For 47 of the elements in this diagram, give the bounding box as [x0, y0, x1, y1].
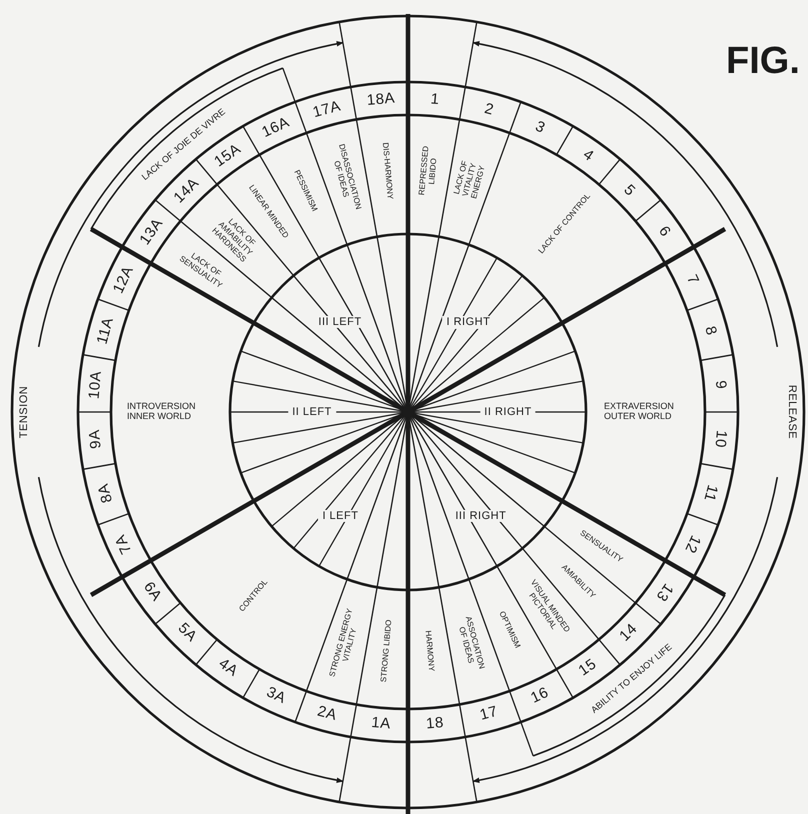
segment-number: 7A: [112, 532, 136, 557]
segment-number: 4: [579, 146, 596, 165]
zone-label: II RIGHT: [480, 406, 536, 418]
segment-number: 3A: [263, 684, 288, 708]
segment-label: LACK OF VITALITY ENERGY: [452, 158, 488, 202]
segment-label: HARMONY: [422, 630, 436, 672]
segment-number: 10A: [86, 370, 106, 400]
segment-number: 6: [655, 224, 674, 241]
segment-number: 12A: [110, 263, 138, 296]
segment-label: REPRESSED LIBIDO: [418, 144, 440, 198]
segment-number: 17: [478, 704, 500, 725]
figure-title: FIG.: [726, 40, 800, 83]
segment-number: 9: [711, 380, 728, 390]
segment-number: 16: [528, 684, 552, 707]
segment-number: 2A: [316, 704, 338, 725]
segment-number: 14: [617, 621, 642, 646]
segment-label: DIS-HARMONY: [380, 142, 394, 200]
segment-number: 11: [700, 482, 720, 504]
segment-label: EXTRAVERSION OUTER WORLD: [604, 402, 675, 422]
segment-number: 8A: [95, 482, 116, 504]
segment-number: 3: [532, 118, 548, 138]
segment-number: 15A: [212, 140, 245, 170]
segment-number: 13A: [136, 216, 166, 249]
segment-number: 18A: [366, 90, 396, 110]
arc-label: TENSION: [18, 386, 30, 438]
segment-number: 7: [682, 272, 702, 288]
segment-number: 4A: [216, 656, 242, 681]
segment-number: 17A: [311, 98, 343, 122]
segment-number: 11A: [94, 316, 118, 346]
segment-number: 16A: [259, 114, 292, 142]
segment-label: INTROVERSION INNER WORLD: [127, 402, 197, 422]
segment-number: 8: [701, 324, 720, 338]
segment-label: STRONG LIBIDO: [380, 619, 394, 683]
segment-number: 9A: [87, 428, 106, 450]
segment-number: 14A: [170, 174, 202, 206]
segment-number: 18: [426, 714, 445, 733]
segment-number: 2: [482, 100, 496, 119]
segment-number: 1A: [370, 714, 392, 733]
segment-number: 5A: [174, 620, 200, 646]
segment-number: 5: [620, 182, 638, 200]
arc-label: RELEASE: [786, 384, 798, 440]
segment-number: 1: [430, 92, 440, 109]
segment-number: 15: [576, 656, 600, 680]
segment-number: 13: [652, 580, 676, 604]
segment-number: 10: [710, 430, 729, 449]
segment-number: 6A: [139, 578, 164, 604]
segment-number: 12: [680, 532, 703, 556]
